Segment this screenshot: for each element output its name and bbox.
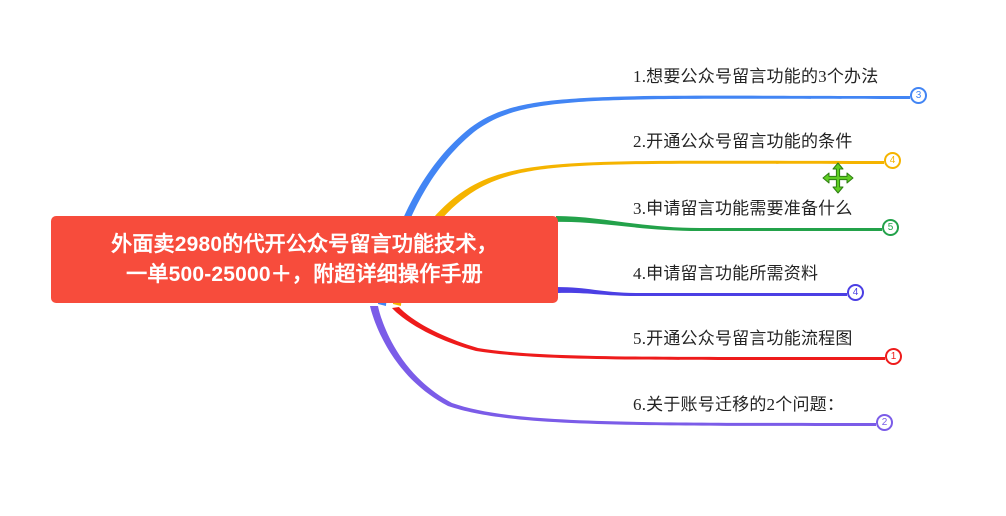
topic-2[interactable]: 2.开通公众号留言功能的条件 xyxy=(633,131,853,153)
topic-6[interactable]: 6.关于账号迁移的2个问题： xyxy=(633,394,844,416)
topic-1-label: 1.想要公众号留言功能的3个办法 xyxy=(633,67,879,86)
badge-topic-1[interactable]: 3 xyxy=(910,87,927,104)
topic-6-label: 6.关于账号迁移的2个问题： xyxy=(633,395,845,414)
topic-2-label: 2.开通公众号留言功能的条件 xyxy=(633,132,853,151)
badge-topic-5[interactable]: 1 xyxy=(885,348,902,365)
move-cursor-glyph xyxy=(822,162,854,194)
badge-topic-4-count: 4 xyxy=(852,286,859,298)
topic-5[interactable]: 5.开通公众号留言功能流程图 xyxy=(633,328,853,350)
badge-topic-6[interactable]: 2 xyxy=(876,414,893,431)
badge-topic-3-count: 5 xyxy=(887,221,894,233)
topic-1[interactable]: 1.想要公众号留言功能的3个办法 xyxy=(633,66,878,88)
badge-topic-2-count: 4 xyxy=(889,154,896,166)
topic-4-label: 4.申请留言功能所需资料 xyxy=(633,264,819,283)
badge-topic-5-count: 1 xyxy=(890,350,897,362)
badge-topic-2[interactable]: 4 xyxy=(884,152,901,169)
central-topic-node[interactable]: 外面卖2980的代开公众号留言功能技术， 一单500-25000＋，附超详细操作… xyxy=(51,216,558,303)
badge-topic-6-count: 2 xyxy=(881,416,888,428)
central-topic-text: 外面卖2980的代开公众号留言功能技术， 一单500-25000＋，附超详细操作… xyxy=(111,232,498,286)
topic-3[interactable]: 3.申请留言功能需要准备什么 xyxy=(633,198,853,220)
move-cursor-icon xyxy=(822,162,854,194)
topic-5-label: 5.开通公众号留言功能流程图 xyxy=(633,329,853,348)
topic-4[interactable]: 4.申请留言功能所需资料 xyxy=(633,263,818,285)
topic-3-label: 3.申请留言功能需要准备什么 xyxy=(633,199,853,218)
badge-topic-4[interactable]: 4 xyxy=(847,284,864,301)
branch-curve-4 xyxy=(556,287,847,296)
badge-topic-3[interactable]: 5 xyxy=(882,219,899,236)
badge-topic-1-count: 3 xyxy=(915,89,922,101)
